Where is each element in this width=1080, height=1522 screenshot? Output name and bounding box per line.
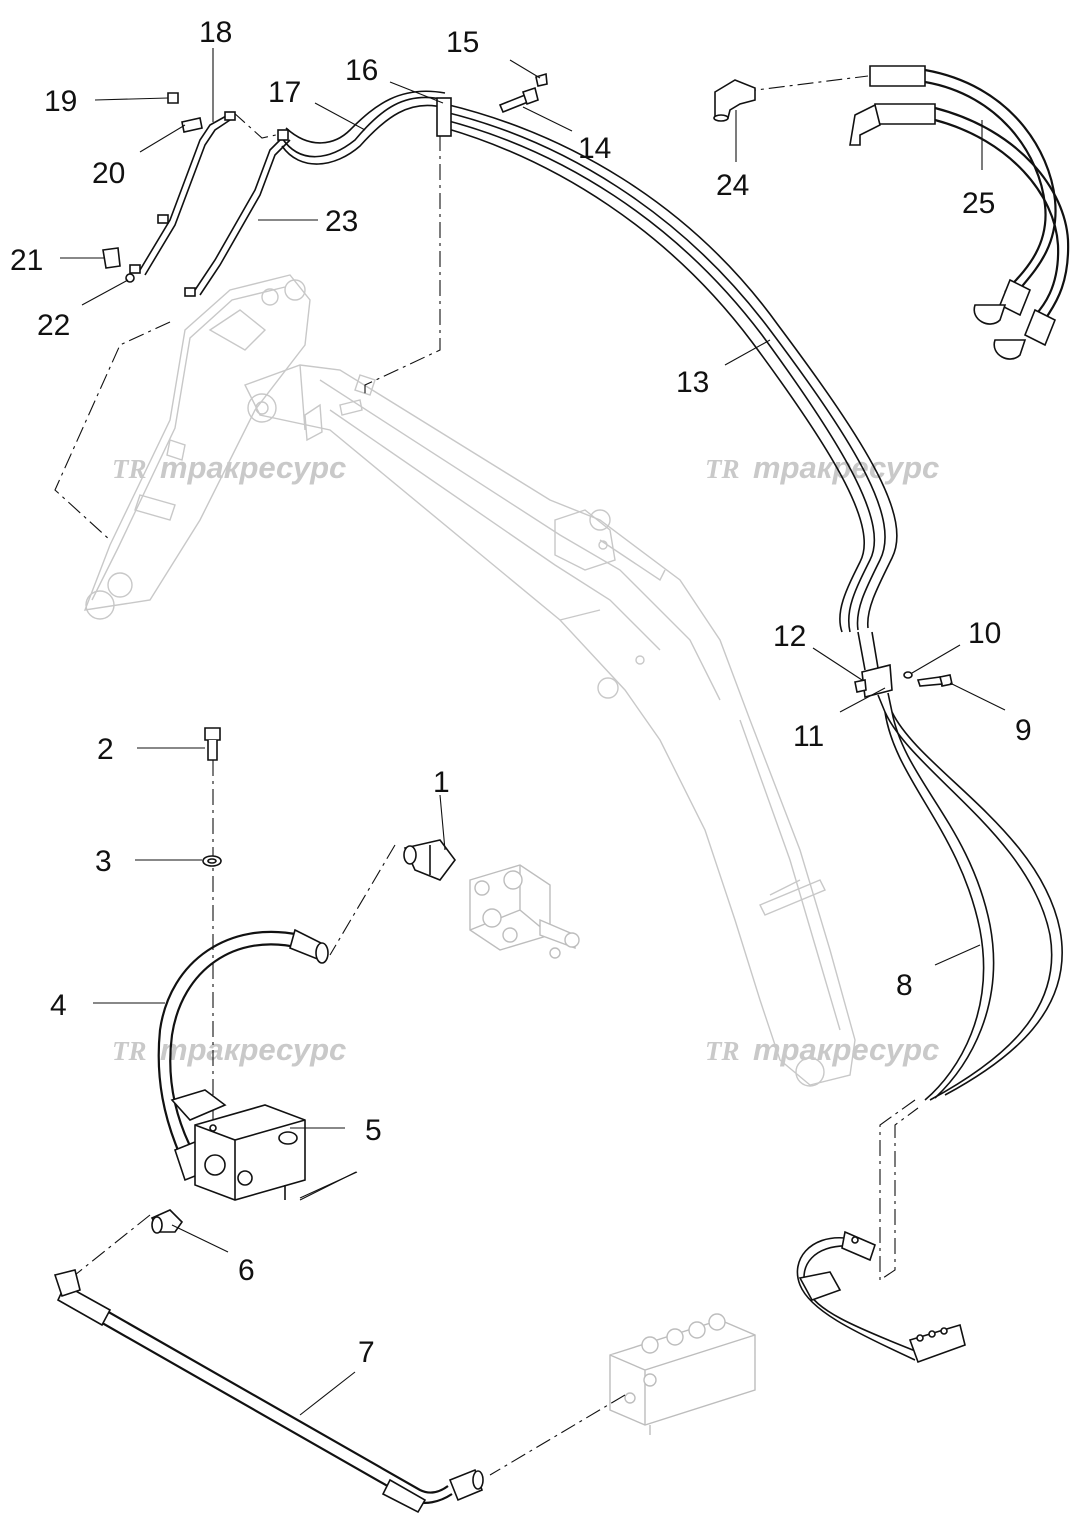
watermark-text: тракресурс bbox=[160, 1032, 346, 1067]
part-label-17: 17 bbox=[268, 76, 301, 109]
bolt-2 bbox=[204, 727, 221, 761]
part-label-14: 14 bbox=[578, 132, 611, 165]
tube-17 bbox=[281, 90, 446, 165]
part-label-4: 4 bbox=[50, 989, 67, 1022]
part-label-13: 13 bbox=[676, 366, 709, 399]
bolt-14 bbox=[498, 86, 539, 114]
part-label-11: 11 bbox=[793, 720, 824, 753]
watermark-text: тракресурс bbox=[753, 1032, 939, 1067]
part-label-23: 23 bbox=[325, 205, 358, 238]
part-label-22: 22 bbox=[37, 309, 70, 342]
hose-7 bbox=[53, 1269, 484, 1514]
part-label-18: 18 bbox=[199, 16, 232, 49]
assembly-center-lines bbox=[54, 75, 919, 1476]
watermark-top-right: TR тракресурс bbox=[705, 450, 939, 485]
fitting-1 bbox=[403, 839, 456, 881]
part-label-16: 16 bbox=[345, 54, 378, 87]
manifold-block-grey bbox=[609, 1313, 756, 1435]
clamp-21 bbox=[102, 247, 121, 269]
part-label-6: 6 bbox=[238, 1254, 255, 1287]
adapter-6 bbox=[150, 1209, 184, 1234]
bolt-15 bbox=[535, 72, 548, 87]
watermark-text: тракресурс bbox=[160, 450, 346, 485]
watermark-top-left: TR тракресурс bbox=[112, 450, 346, 485]
clamp-16 bbox=[436, 97, 452, 137]
part-label-3: 3 bbox=[95, 845, 112, 878]
junction-bracket bbox=[854, 631, 953, 713]
clamp-20 bbox=[181, 117, 203, 133]
part-label-1: 1 bbox=[433, 766, 450, 799]
part-label-12: 12 bbox=[773, 620, 806, 653]
watermark-bottom-left: TR тракресурс bbox=[112, 1032, 346, 1067]
hose-13 bbox=[444, 103, 898, 633]
part-label-15: 15 bbox=[446, 26, 479, 59]
part-label-24: 24 bbox=[716, 169, 749, 202]
valve-block-grey bbox=[469, 864, 580, 959]
watermark-logo: TR bbox=[705, 1036, 740, 1066]
part-label-20: 20 bbox=[92, 157, 125, 190]
part-label-9: 9 bbox=[1015, 714, 1032, 747]
watermark-logo: TR bbox=[112, 1036, 147, 1066]
part-label-5: 5 bbox=[365, 1114, 382, 1147]
hose-assembly-lower-right bbox=[796, 1230, 966, 1364]
watermark-text: тракресурс bbox=[753, 450, 939, 485]
watermark-logo: TR bbox=[112, 454, 147, 484]
valve-block-5 bbox=[170, 1089, 306, 1201]
washer-3 bbox=[202, 855, 222, 867]
watermark-logo: TR bbox=[705, 454, 740, 484]
part-label-25: 25 bbox=[962, 187, 995, 220]
hose-8 bbox=[884, 711, 1063, 1101]
excavator-boom-outline bbox=[83, 274, 856, 1087]
tube-18 bbox=[139, 114, 234, 276]
part-number-labels: 1 2 3 4 5 6 7 8 9 10 11 12 13 14 15 16 1… bbox=[10, 16, 1032, 1369]
bolt-19 bbox=[167, 92, 179, 104]
watermark-bottom-right: TR тракресурс bbox=[705, 1032, 939, 1067]
hose-25 bbox=[869, 65, 1070, 360]
part-label-2: 2 bbox=[97, 733, 114, 766]
part-label-10: 10 bbox=[968, 617, 1001, 650]
part-label-7: 7 bbox=[358, 1336, 375, 1369]
clamps-left bbox=[129, 111, 289, 297]
leader-line-7 bbox=[299, 1371, 356, 1416]
tube-23 bbox=[194, 134, 291, 296]
part-label-19: 19 bbox=[44, 85, 77, 118]
elbow-fitting-24 bbox=[713, 79, 881, 146]
part-label-8: 8 bbox=[896, 969, 913, 1002]
leader-lines bbox=[60, 48, 1006, 1253]
part-label-21: 21 bbox=[10, 244, 43, 277]
